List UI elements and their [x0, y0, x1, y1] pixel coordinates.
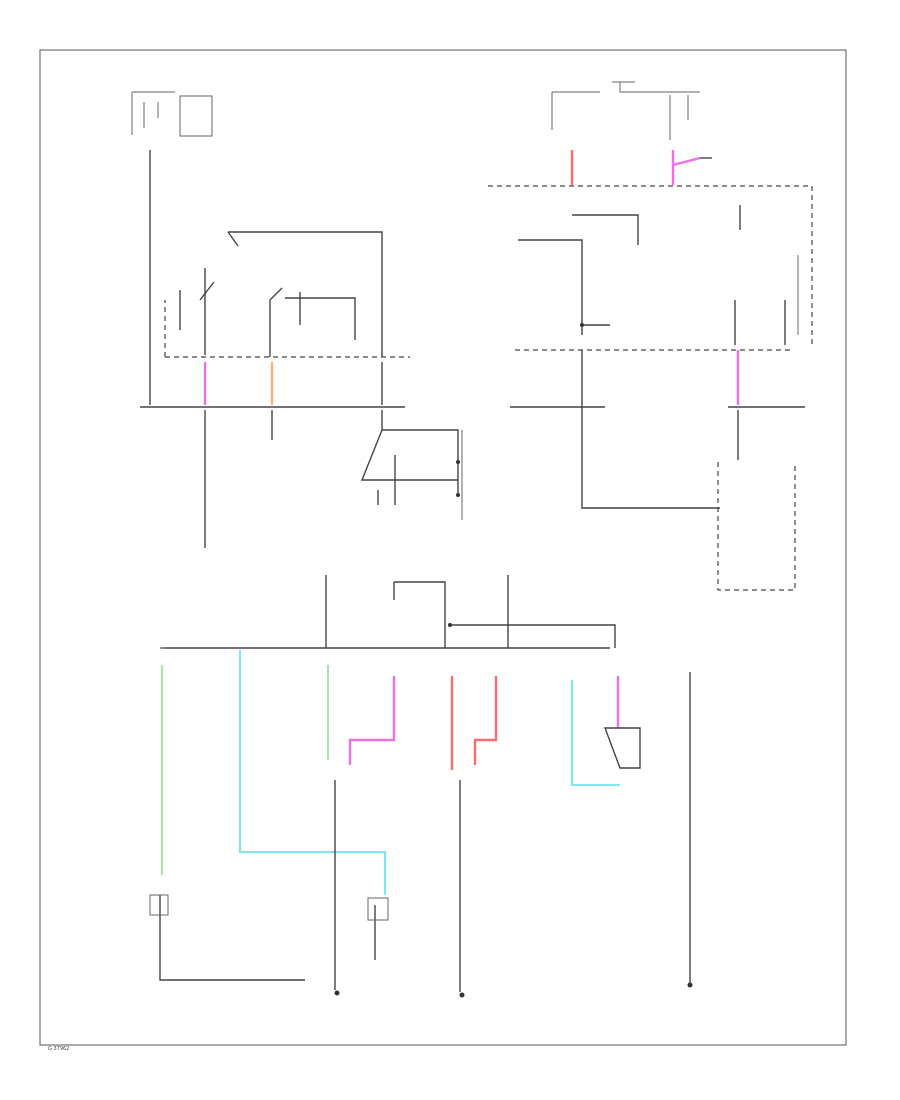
right-connector-row [510, 349, 805, 591]
lamp-circuits [161, 650, 691, 985]
page-border [39, 49, 847, 1046]
lamps-and-grounds [149, 780, 693, 998]
hot-in-on-feed [488, 81, 813, 345]
headlight-switch [164, 231, 410, 358]
page-label: G 37962 [48, 1046, 69, 1052]
hot-at-all-times-feed [131, 91, 213, 360]
center-bus [160, 575, 616, 649]
left-connector-row [140, 360, 463, 548]
